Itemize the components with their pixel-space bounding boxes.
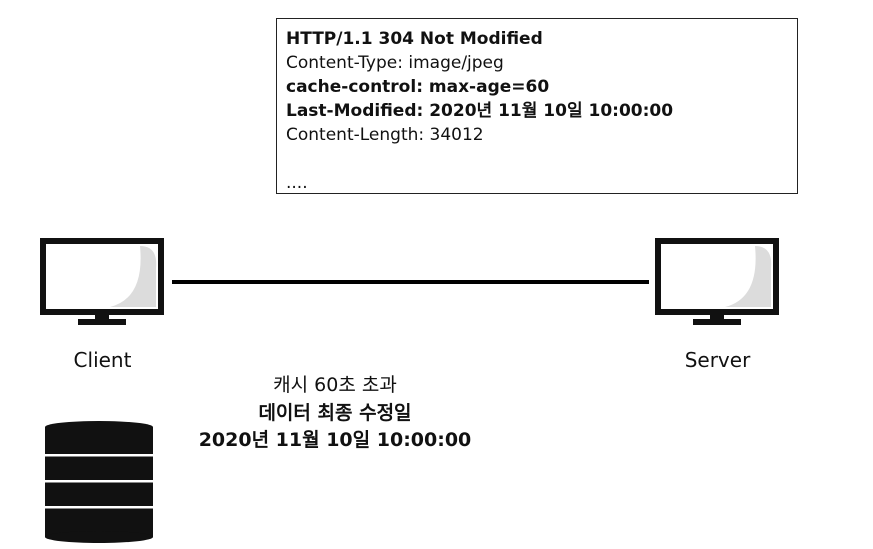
response-ellipsis: .... — [286, 173, 308, 193]
response-cache-control: cache-control: max-age=60 — [286, 77, 550, 97]
http-response-box: HTTP/1.1 304 Not Modified Content-Type: … — [276, 18, 798, 194]
cache-expired-text: 캐시 60초 초과 — [273, 374, 397, 396]
last-modified-value: 2020년 11월 10일 10:00:00 — [198, 429, 472, 451]
response-last-modified: Last-Modified: 2020년 11월 10일 10:00:00 — [286, 101, 674, 121]
database-icon — [45, 421, 153, 543]
client-label: Client — [73, 348, 132, 372]
response-content-type: Content-Type: image/jpeg — [286, 53, 504, 73]
server-label: Server — [684, 348, 751, 372]
client-monitor-icon — [40, 238, 164, 325]
connection-line — [172, 280, 649, 284]
response-content-length: Content-Length: 34012 — [286, 125, 484, 145]
last-modified-label: 데이터 최종 수정일 — [258, 402, 412, 424]
server-monitor-icon — [655, 238, 779, 325]
response-status-line: HTTP/1.1 304 Not Modified — [286, 29, 543, 49]
